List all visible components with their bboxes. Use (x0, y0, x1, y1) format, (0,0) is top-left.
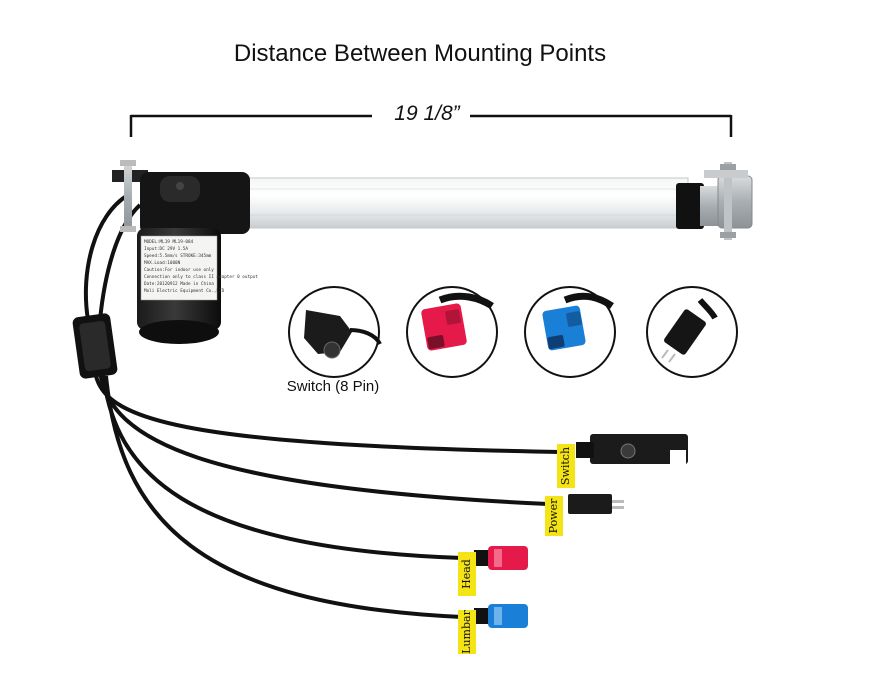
power-tag: Power (545, 496, 563, 536)
actuator-tube (237, 177, 722, 229)
page-title: Distance Between Mounting Points (233, 40, 607, 67)
switch-tag-label: Switch (559, 447, 572, 485)
motor: MODEL:ML19 ML19-084 Input:DC 29V 1.5A Sp… (137, 172, 258, 344)
dimension-bracket (129, 114, 733, 137)
front-clevis (704, 162, 753, 240)
head-plug (474, 546, 528, 570)
motor-label-line: Moli Electric Equipment Co.,LTD (144, 288, 225, 294)
switch-caption: Switch (8 Pin) (286, 378, 380, 395)
rear-mount-bracket (112, 160, 148, 232)
connector-preview-power (646, 286, 738, 378)
motor-label-line: Speed:5.5mm/s STROKE:345mm (144, 253, 212, 259)
head-tag: Head (458, 552, 476, 596)
cable-junction (72, 313, 118, 379)
motor-label-line: MAX.Load:1000N (144, 260, 181, 266)
motor-label-line: Input:DC 29V 1.5A (144, 246, 188, 252)
lumbar-tag-label: Lumbar (460, 609, 473, 653)
switch-tag: Switch (557, 444, 575, 488)
motor-label-line: MODEL:ML19 ML19-084 (144, 239, 194, 245)
cables (83, 193, 561, 619)
motor-label-line: Date:20120912 Made in China (144, 281, 214, 287)
lumbar-plug (474, 604, 528, 628)
lumbar-tag: Lumbar (458, 609, 476, 654)
head-tag-label: Head (460, 559, 473, 589)
motor-label-line: Caution:For indoor use only (144, 267, 214, 273)
power-tag-label: Power (547, 498, 560, 534)
switch-plug (576, 434, 688, 470)
connector-preview-red (406, 286, 498, 378)
connector-preview-switch (288, 286, 382, 378)
dimension-label: 19 1/8” (394, 102, 460, 125)
motor-label-line: Connection only to class II adapter 0 ou… (144, 274, 258, 280)
power-plug (568, 494, 624, 514)
connector-preview-blue (524, 286, 616, 378)
